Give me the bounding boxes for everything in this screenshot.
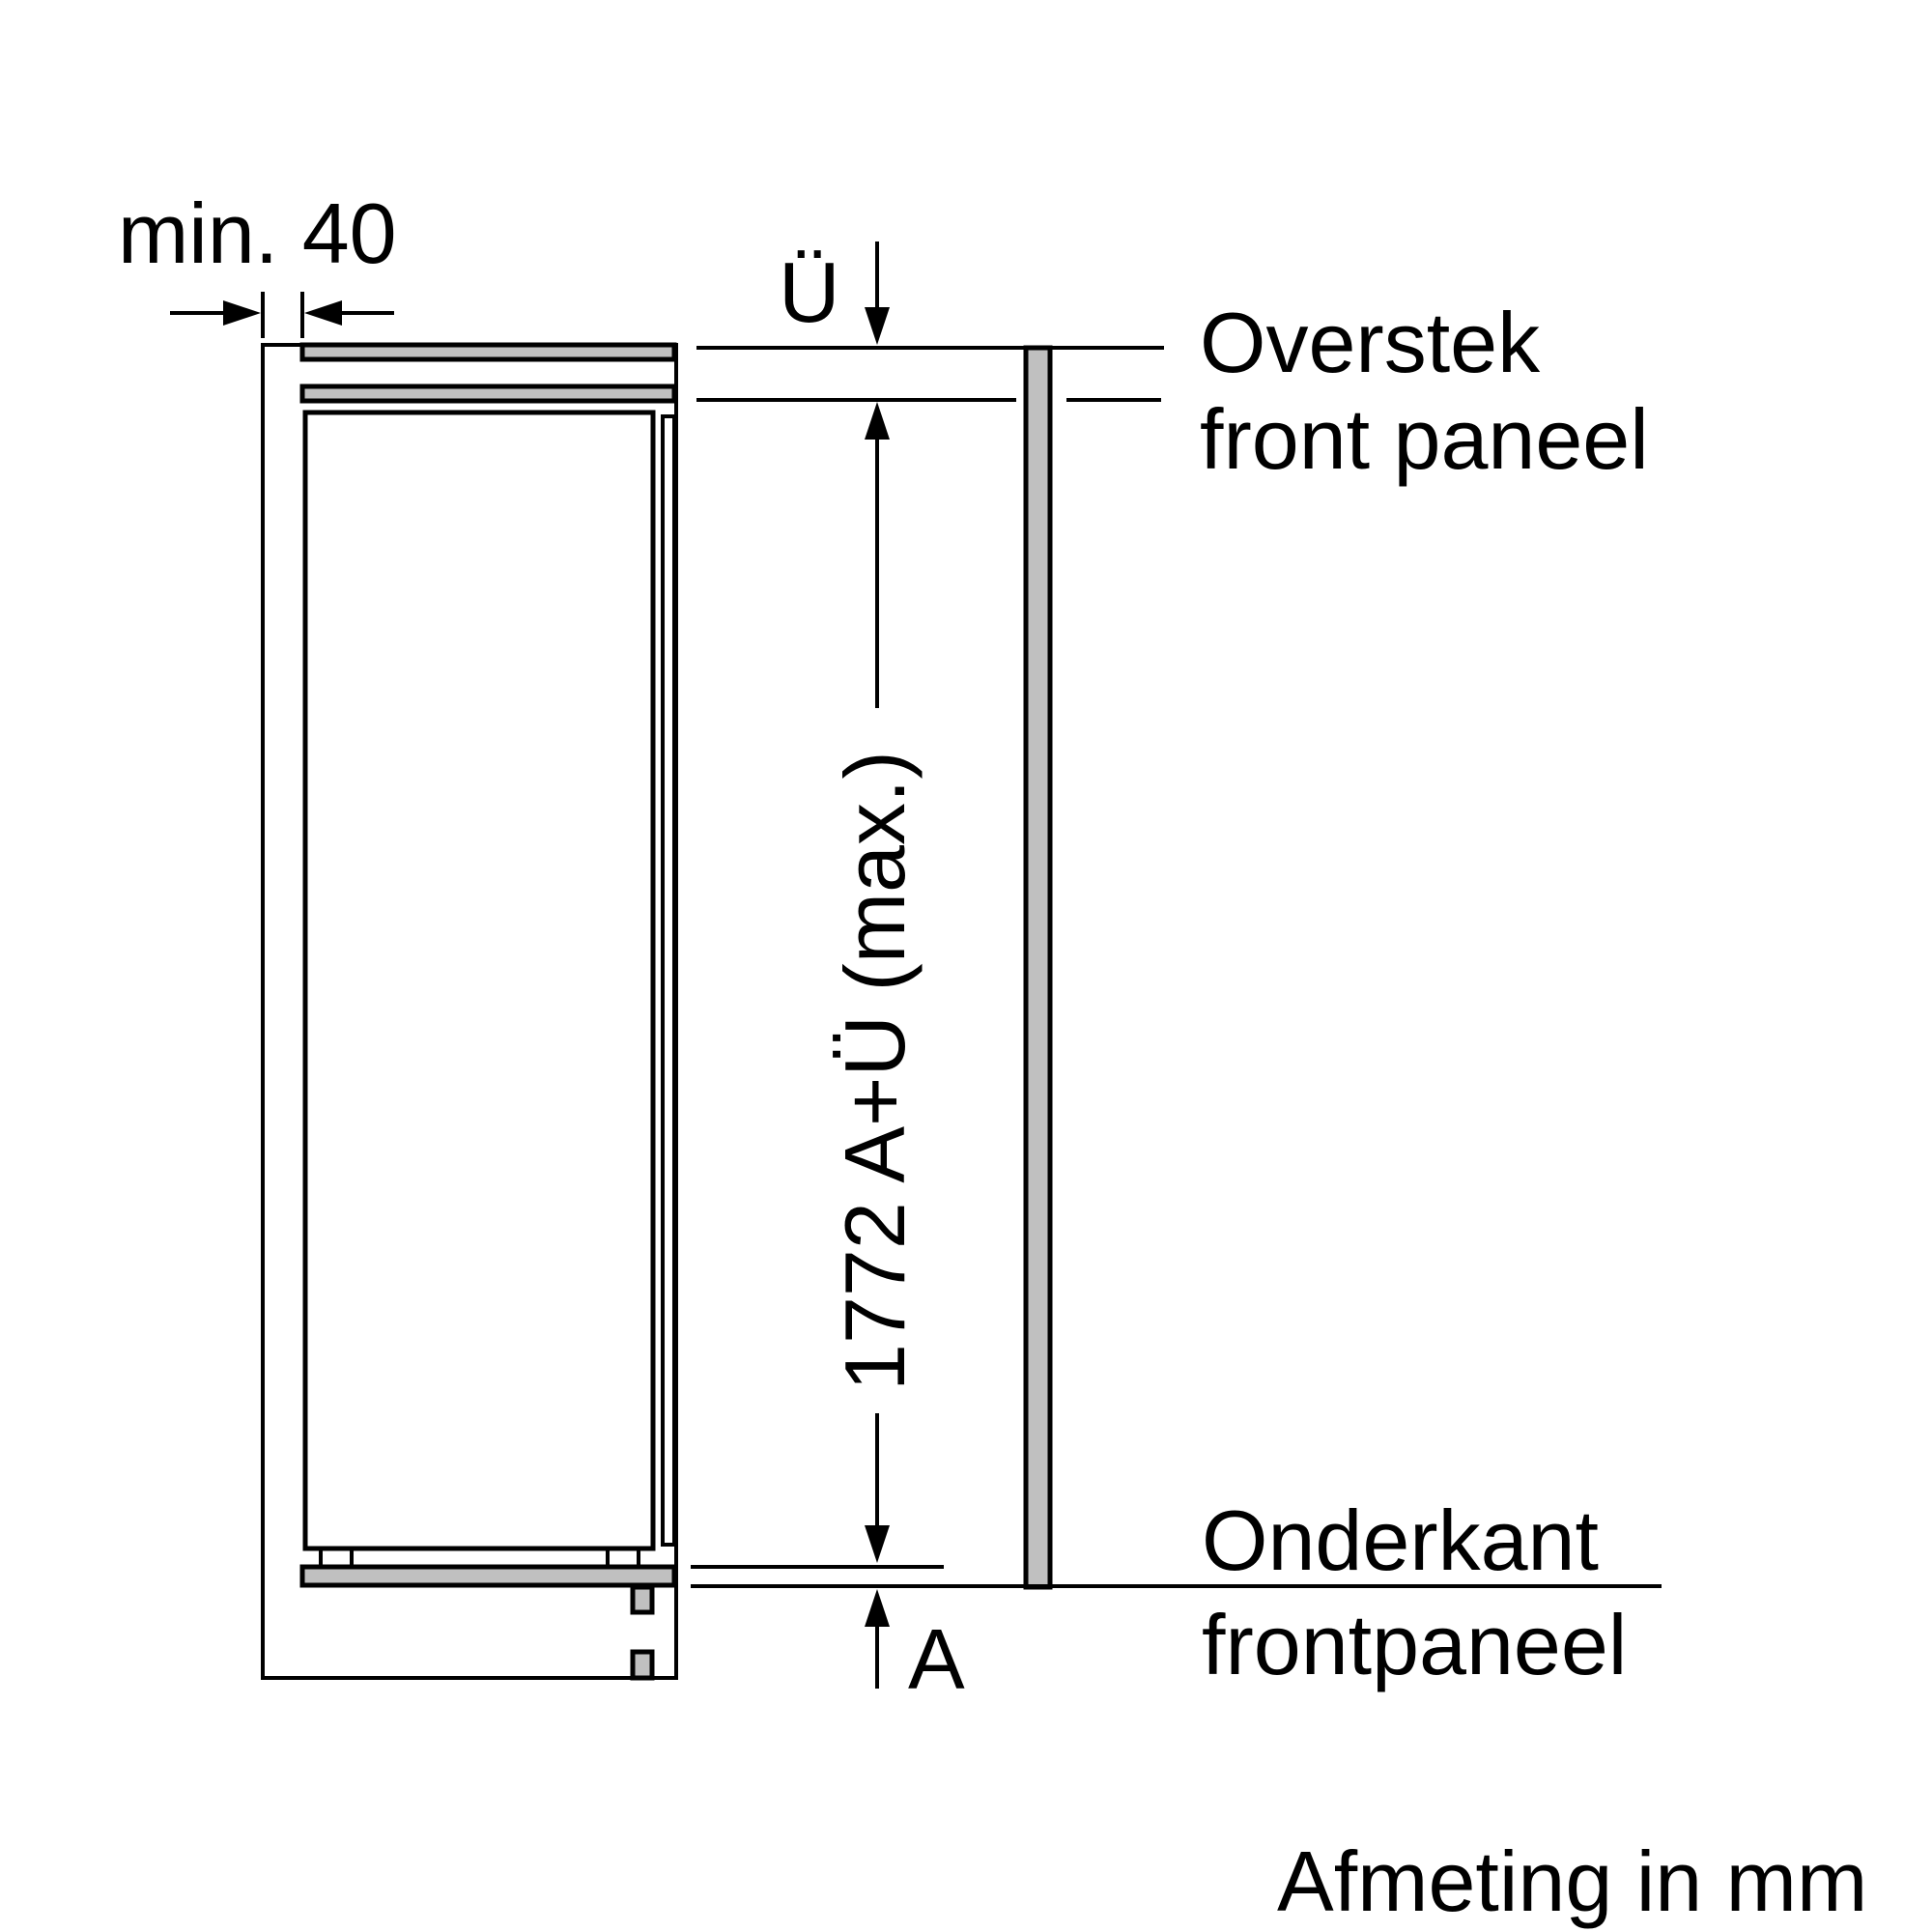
top-shelf-upper [299,342,677,362]
overhang-symbol: Ü [779,244,840,340]
overhang-label-line2: front paneel [1200,391,1649,487]
cabinet-niche-outline [261,343,678,1680]
height-dimension-label: 1772 A+Ü (max.) [827,751,923,1391]
min-gap-label: min. 40 [118,185,397,281]
units-note: Afmeting in mm [1277,1833,1867,1929]
plinth-block-lower [630,1649,655,1681]
top-shelf-lower [299,384,677,404]
overhang-arrowhead [865,307,890,345]
front-panel [1023,345,1053,1590]
bottom-label-line1: Onderkant [1202,1492,1599,1588]
bottom-shelf [299,1564,677,1588]
height-arrowhead-top [865,402,890,440]
min-gap-arrowhead-right [304,300,342,326]
height-arrowhead-bottom [865,1525,890,1563]
min-gap-arrowhead-left [223,300,261,326]
bottom-offset-symbol: A [908,1611,965,1707]
bottom-label-line2: frontpaneel [1202,1597,1627,1692]
overhang-label-line1: Overstek [1200,295,1541,390]
bottom-offset-arrowhead [865,1589,890,1627]
plinth-block-upper [630,1584,655,1615]
appliance-body [302,410,656,1551]
appliance-door-edge [661,414,676,1547]
